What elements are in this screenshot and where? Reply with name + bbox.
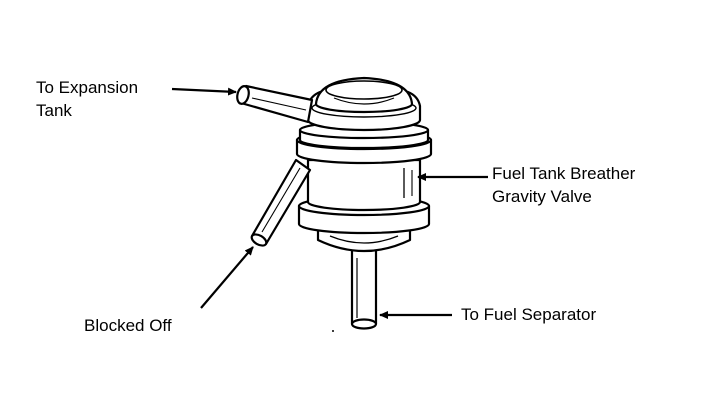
- valve-body: [236, 76, 433, 330]
- expansion-pipe: [236, 84, 314, 124]
- label-valve-line2: Gravity Valve: [492, 187, 592, 206]
- label-expansion-line2: Tank: [36, 101, 72, 120]
- middle-body: [306, 158, 422, 212]
- speck: [332, 330, 334, 332]
- blocked-arrow: [200, 246, 254, 309]
- label-separator: To Fuel Separator: [461, 305, 596, 324]
- leader-arrows: [171, 87, 488, 319]
- label-valve-line1: Fuel Tank Breather: [492, 164, 636, 183]
- outlet-pipe: [350, 245, 378, 330]
- label-expansion-line1: To Expansion: [36, 78, 138, 97]
- expansion-arrow: [171, 87, 237, 96]
- blocked-pipe: [250, 158, 312, 247]
- dome-top: [314, 76, 414, 114]
- label-blocked: Blocked Off: [84, 316, 172, 335]
